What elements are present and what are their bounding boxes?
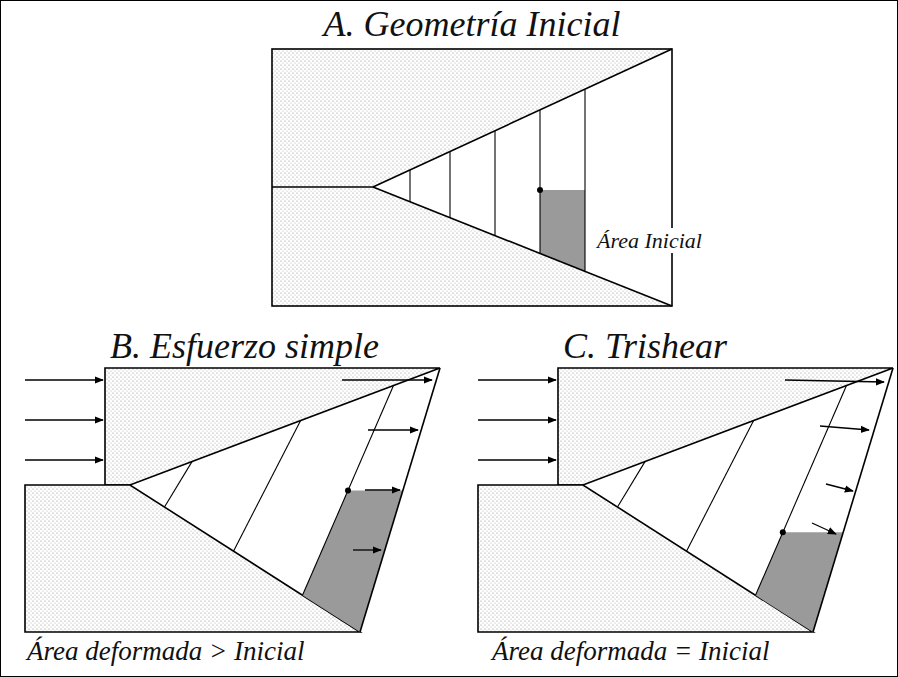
velocity-arrow xyxy=(820,426,869,430)
push-arrow xyxy=(478,379,556,380)
deformed-area xyxy=(756,532,844,632)
area-caption: Área deformada = Inicial xyxy=(492,636,769,667)
area-label: Área Inicial xyxy=(595,228,704,253)
push-arrow xyxy=(25,459,103,460)
velocity-arrow xyxy=(353,549,381,550)
lower-block xyxy=(478,485,813,632)
push-arrow xyxy=(478,419,556,420)
panel-title: A. Geometría Inicial xyxy=(324,4,621,45)
marker-line xyxy=(618,462,646,507)
marker-dot xyxy=(780,529,786,535)
marker-dot xyxy=(537,187,543,193)
push-arrow xyxy=(478,459,556,460)
velocity-arrow xyxy=(368,429,418,430)
marker-line xyxy=(234,421,301,552)
upper-block xyxy=(272,49,672,187)
upper-block xyxy=(105,368,440,485)
wedge-front xyxy=(360,368,440,632)
panel-title: B. Esfuerzo simple xyxy=(110,326,379,367)
marker-line xyxy=(539,110,540,254)
marker-lines xyxy=(410,89,585,271)
velocity-arrow xyxy=(785,380,884,382)
push-arrow xyxy=(25,419,103,420)
area-caption: Área deformada > Inicial xyxy=(27,636,304,667)
marker-line xyxy=(494,131,495,236)
marker-dot xyxy=(345,487,351,493)
panel-frame xyxy=(272,49,672,306)
velocity-arrows xyxy=(25,380,432,550)
marker-line xyxy=(687,421,754,552)
wedge-upper-edge xyxy=(373,49,672,187)
fault-line xyxy=(272,186,373,188)
velocity-arrow xyxy=(365,489,400,490)
panel-b xyxy=(25,368,440,632)
panel-c xyxy=(478,368,893,632)
marker-lines xyxy=(165,386,394,596)
wedge-front xyxy=(813,368,893,632)
marker-line xyxy=(584,89,585,271)
velocity-arrow xyxy=(342,379,432,380)
velocity-arrows xyxy=(478,380,884,534)
velocity-arrow xyxy=(812,523,836,534)
upper-block xyxy=(558,368,893,485)
panel-a xyxy=(272,49,672,306)
marker-line xyxy=(449,152,450,218)
panel-title: C. Trishear xyxy=(563,326,727,367)
marker-line xyxy=(756,386,847,596)
marker-line xyxy=(165,462,193,507)
marker-lines xyxy=(618,386,847,596)
initial-area xyxy=(540,190,585,271)
velocity-arrow xyxy=(826,484,853,491)
marker-line xyxy=(409,170,410,202)
push-arrow xyxy=(25,379,103,380)
lower-block xyxy=(25,485,360,632)
